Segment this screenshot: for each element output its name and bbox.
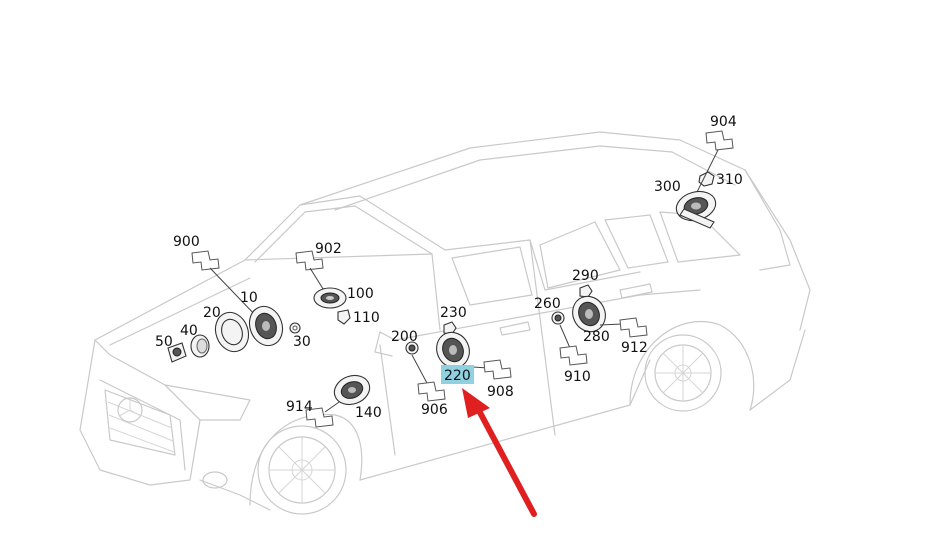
label-30: 30 [293, 334, 311, 350]
part-100-tweeter [313, 287, 347, 309]
label-912: 912 [621, 340, 648, 356]
part-30-nut [289, 322, 301, 334]
label-10: 10 [240, 290, 258, 306]
label-260: 260 [534, 296, 561, 312]
part-140-woofer [333, 374, 371, 406]
label-900: 900 [173, 234, 200, 250]
part-914-connector [305, 407, 334, 428]
label-50: 50 [155, 334, 173, 350]
part-220-speaker [436, 331, 470, 369]
label-20: 20 [203, 305, 221, 321]
label-914: 914 [286, 399, 313, 415]
label-40: 40 [180, 323, 198, 339]
part-40-cover [190, 334, 210, 358]
part-50-tweeter [167, 342, 187, 363]
part-906-connector [417, 381, 446, 402]
label-902: 902 [315, 241, 342, 257]
label-310: 310 [716, 172, 743, 188]
label-290: 290 [572, 268, 599, 284]
part-902-connector [295, 250, 324, 271]
label-904: 904 [710, 114, 737, 130]
part-912-connector [619, 317, 648, 338]
part-904-connector [705, 130, 734, 151]
label-200: 200 [391, 329, 418, 345]
label-100: 100 [347, 286, 374, 302]
part-20-frame [214, 311, 250, 353]
part-110-clip [337, 309, 351, 325]
part-908-connector [483, 359, 512, 380]
part-280-speaker [572, 295, 606, 333]
part-260-tweeter [551, 311, 565, 325]
car-outline [79, 131, 811, 515]
part-300-speaker [675, 190, 717, 229]
label-908: 908 [487, 384, 514, 400]
part-10-speaker [248, 305, 284, 347]
part-910-connector [559, 345, 588, 366]
label-110: 110 [353, 310, 380, 326]
part-230-clip [443, 321, 457, 335]
label-906: 906 [421, 402, 448, 418]
label-220-highlight [441, 365, 474, 384]
part-290-clip [579, 284, 593, 298]
label-280: 280 [583, 329, 610, 345]
part-200-tweeter [405, 341, 419, 355]
red-pointer-arrow [462, 388, 537, 517]
part-900-connector [191, 250, 220, 271]
label-300: 300 [654, 179, 681, 195]
part-310-clip [698, 171, 715, 187]
part-labels: 904 310 300 902 900 100 110 10 20 40 50 … [155, 114, 743, 421]
label-910: 910 [564, 369, 591, 385]
label-140: 140 [355, 405, 382, 421]
label-220: 220 [444, 368, 471, 384]
label-230: 230 [440, 305, 467, 321]
